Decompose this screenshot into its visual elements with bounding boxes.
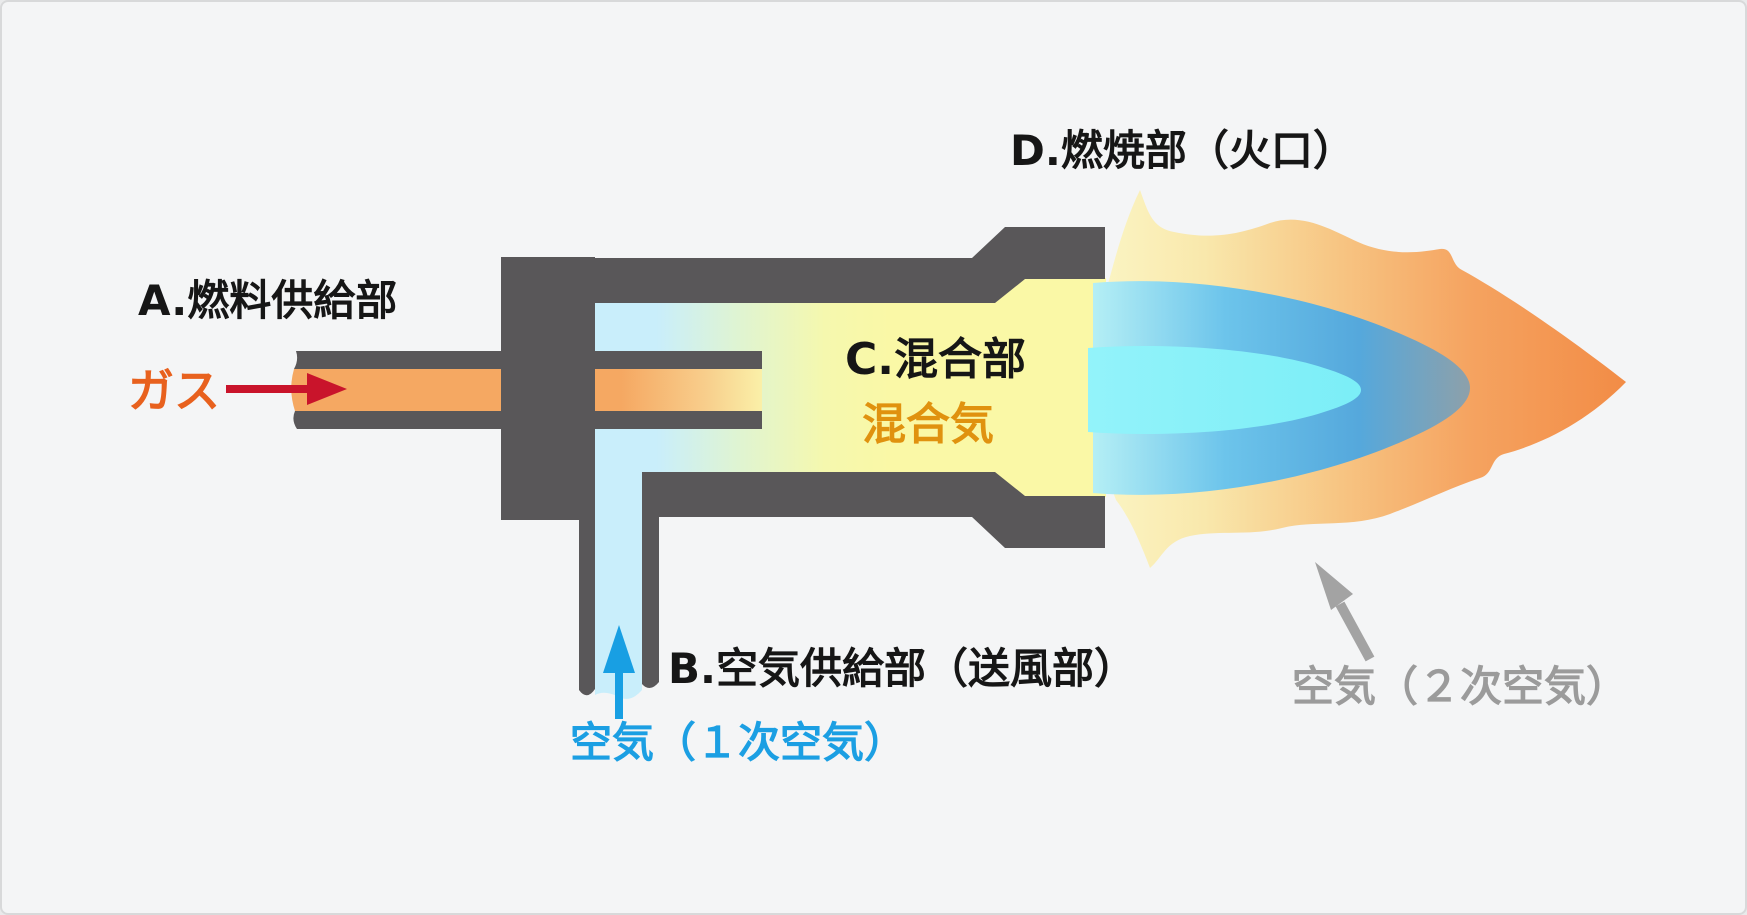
gas-tube-wall-bottom: [293, 411, 762, 429]
label-mixing-section: C.混合部: [845, 334, 1027, 385]
label-combustion-section: D.燃焼部（火口）: [1010, 126, 1355, 175]
label-mixture: 混合気: [862, 399, 994, 450]
flame-inner: [1088, 346, 1361, 434]
label-gas: ガス: [128, 364, 220, 418]
body-left-block: [501, 257, 595, 520]
label-fuel-supply-section: A.燃料供給部: [138, 276, 398, 325]
burner-body: [293, 227, 1105, 696]
label-secondary-air: 空気（２次空気）: [1292, 662, 1629, 711]
air-pipe-wall-left: [579, 520, 595, 696]
gas-tube-wall-top: [294, 351, 762, 369]
outer-wall-bottom: [642, 472, 1105, 548]
outer-wall-top: [501, 227, 1105, 303]
secondary-air-arrow: [1315, 562, 1375, 662]
primary-air-arrow: [603, 625, 635, 719]
label-primary-air: 空気（１次空気）: [570, 718, 907, 767]
primary-air-stream: [595, 402, 642, 699]
label-air-supply-section: B.空気供給部（送風部）: [668, 644, 1136, 693]
air-pipe-wall-right: [642, 476, 659, 689]
mixing-chamber-stream: [595, 278, 1106, 497]
gas-flow-arrow: [226, 373, 347, 405]
